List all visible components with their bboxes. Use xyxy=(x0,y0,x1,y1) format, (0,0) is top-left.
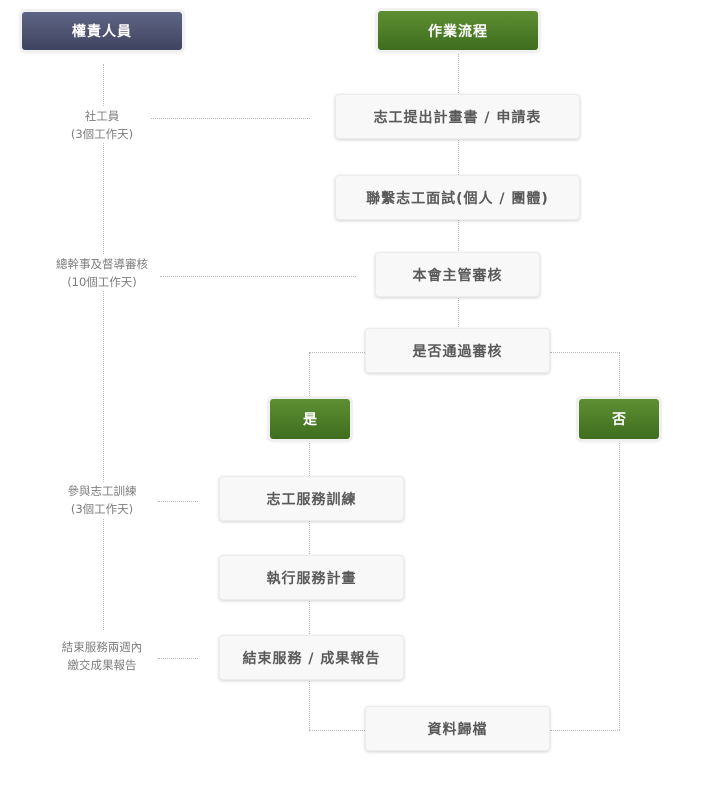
step-training: 志工服務訓練 xyxy=(219,476,404,521)
workflow-header: 作業流程 xyxy=(378,11,538,50)
role-duration: 繳交成果報告 xyxy=(67,658,137,672)
role-link-training xyxy=(158,501,198,502)
role-link-report xyxy=(158,658,198,659)
no-drop-line xyxy=(619,352,620,730)
decision-yes: 是 xyxy=(270,399,350,439)
role-link-social-worker xyxy=(140,118,310,119)
role-training: 參與志工訓練 (3個工作天) xyxy=(54,482,150,518)
step-review: 本會主管審核 xyxy=(375,252,540,297)
step-archive: 資料歸檔 xyxy=(365,706,550,751)
role-duration: (3個工作天) xyxy=(70,502,134,516)
yes-branch-line xyxy=(309,352,365,353)
step-execute: 執行服務計畫 xyxy=(219,555,404,600)
step-apply: 志工提出計畫書 / 申請表 xyxy=(335,94,580,139)
role-social-worker: 社工員 (3個工作天) xyxy=(54,107,150,143)
archive-left-line xyxy=(309,730,365,731)
archive-right-line xyxy=(550,730,620,731)
role-director: 總幹事及督導審核 (10個工作天) xyxy=(44,255,160,291)
step-approval-question: 是否通過審核 xyxy=(365,328,550,373)
role-duration: (10個工作天) xyxy=(67,275,137,289)
step-interview: 聯繫志工面試(個人 / 團體) xyxy=(335,175,580,220)
role-name: 總幹事及督導審核 xyxy=(56,257,148,271)
decision-no: 否 xyxy=(579,399,659,439)
role-name: 參與志工訓練 xyxy=(67,484,137,498)
role-name: 結束服務兩週內 xyxy=(61,640,143,654)
role-duration: (3個工作天) xyxy=(70,127,134,141)
role-report: 結束服務兩週內 繳交成果報告 xyxy=(50,638,154,674)
role-timeline-line xyxy=(103,64,104,630)
responsible-staff-header: 權責人員 xyxy=(22,12,182,50)
role-link-director xyxy=(160,276,356,277)
yes-drop-line xyxy=(309,352,310,730)
role-name: 社工員 xyxy=(84,109,120,123)
step-finish: 結束服務 / 成果報告 xyxy=(219,635,404,680)
no-branch-line xyxy=(550,352,620,353)
